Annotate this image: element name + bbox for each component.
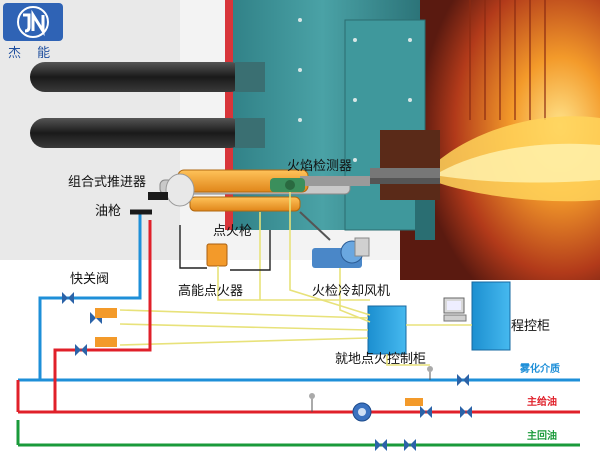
local-ignition-cabinet bbox=[367, 305, 407, 355]
label-plc-cabinet: 程控柜 bbox=[511, 319, 551, 334]
supply-oil-pipe bbox=[16, 220, 580, 414]
label-flame-detector: 火焰检测器 bbox=[287, 159, 353, 174]
label-atomizing: 雾化介质 bbox=[520, 364, 560, 375]
jn-logo-icon bbox=[17, 6, 49, 38]
return-oil-pipe bbox=[16, 420, 580, 447]
quick-shut-valve-icon bbox=[62, 292, 117, 356]
label-return-oil: 主回油 bbox=[527, 431, 557, 442]
label-local-panel: 就地点火控制柜 bbox=[335, 352, 427, 367]
label-igniter-gun: 点火枪 bbox=[213, 224, 253, 239]
plc-cabinet bbox=[471, 281, 511, 351]
label-supply-oil: 主给油 bbox=[527, 397, 557, 408]
label-oil-gun: 油枪 bbox=[95, 204, 122, 219]
company-name: 杰 能 bbox=[8, 46, 57, 61]
company-logo bbox=[3, 3, 63, 41]
cooling-fan bbox=[312, 237, 370, 268]
label-hp-igniter: 高能点火器 bbox=[178, 284, 244, 299]
label-quick-valve: 快关阀 bbox=[70, 272, 110, 287]
high-energy-igniter bbox=[206, 243, 228, 267]
flame-detector bbox=[270, 178, 305, 192]
computer-monitor-icon bbox=[443, 297, 467, 322]
air-duct-upper bbox=[30, 62, 245, 92]
water-wall-tubes bbox=[469, 0, 546, 120]
label-push-unit: 组合式推进器 bbox=[68, 175, 147, 190]
label-cooling-fan: 火检冷却风机 bbox=[312, 284, 391, 299]
signal-cables bbox=[119, 192, 472, 366]
gun-nozzle bbox=[370, 168, 440, 178]
air-duct-lower bbox=[30, 118, 245, 148]
line-valves-icon bbox=[309, 366, 472, 451]
